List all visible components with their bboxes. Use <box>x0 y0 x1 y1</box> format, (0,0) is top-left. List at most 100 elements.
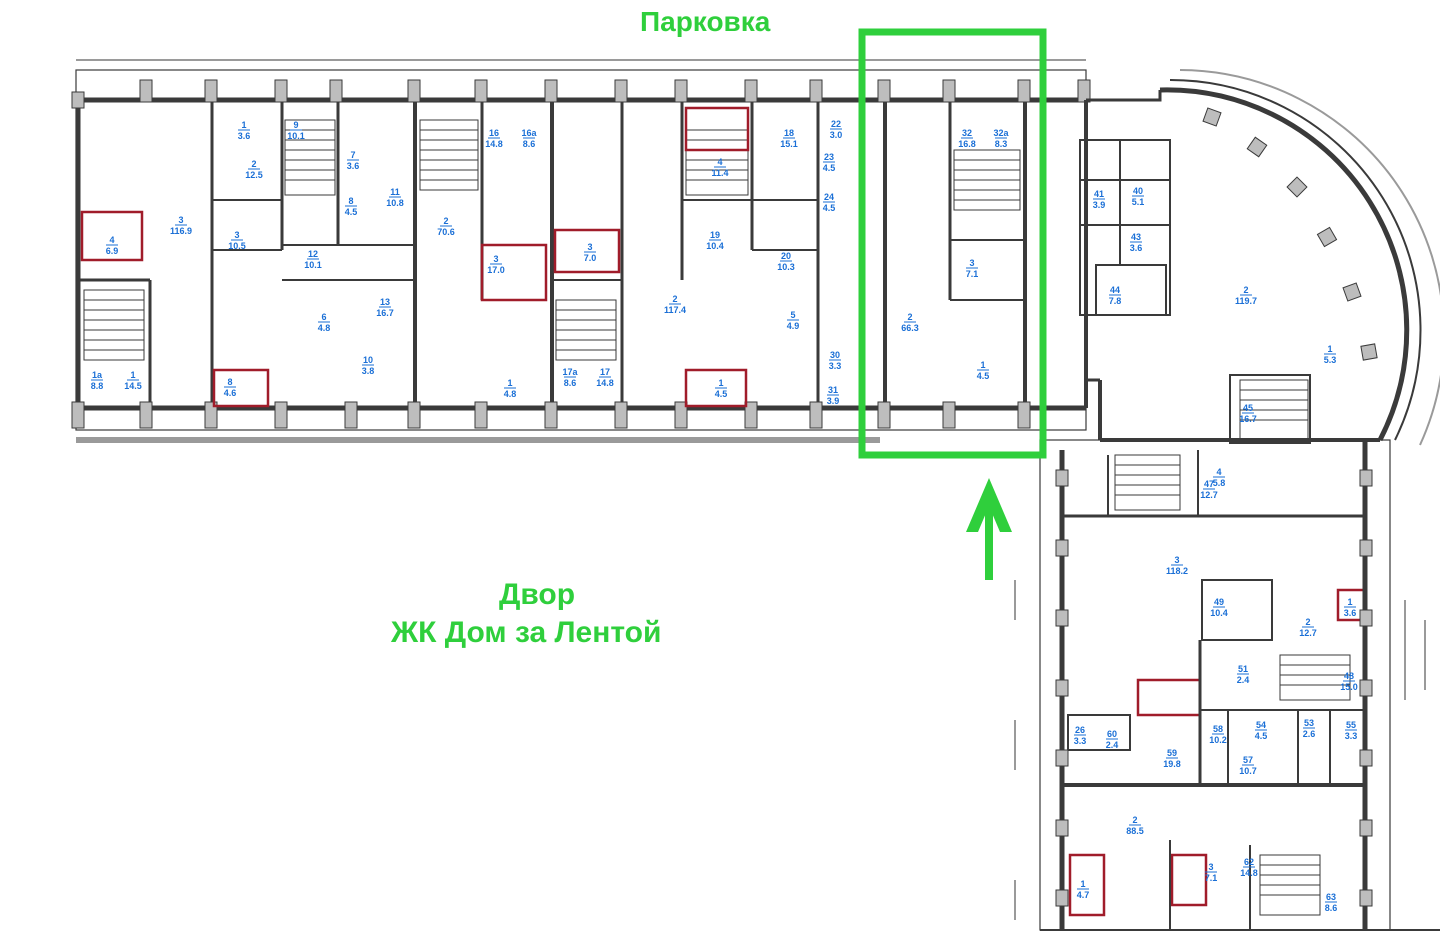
room-label: 54.9 <box>787 310 800 331</box>
room-label: 37.1 <box>966 258 979 279</box>
room-area: 8.6 <box>523 139 536 149</box>
room-number: 45 <box>1243 403 1253 413</box>
room-number: 3 <box>1174 555 1179 565</box>
room-area: 10.7 <box>1239 766 1257 776</box>
room-area: 3.0 <box>830 130 843 140</box>
room-label: 1а8.8 <box>91 370 104 391</box>
room-number: 63 <box>1326 892 1336 902</box>
room-area: 4.8 <box>504 389 517 399</box>
room-number: 1 <box>1080 879 1085 889</box>
room-number: 30 <box>830 350 840 360</box>
room-number: 1а <box>92 370 103 380</box>
room-number: 51 <box>1238 664 1248 674</box>
room-label: 14.5 <box>977 360 990 381</box>
parking-label: Парковка <box>640 6 771 37</box>
room-area: 19.8 <box>1163 759 1181 769</box>
room-number: 47 <box>1204 479 1214 489</box>
room-number: 3 <box>234 230 239 240</box>
room-label: 14.8 <box>504 378 517 399</box>
room-number: 2 <box>251 159 256 169</box>
room-area: 15.1 <box>780 139 798 149</box>
room-number: 1 <box>980 360 985 370</box>
room-number: 55 <box>1346 720 1356 730</box>
room-label: 532.6 <box>1303 718 1316 739</box>
room-number: 44 <box>1110 285 1120 295</box>
room-label: 266.3 <box>901 312 919 333</box>
room-number: 1 <box>507 378 512 388</box>
room-area: 5.8 <box>1213 478 1226 488</box>
room-number: 48 <box>1344 671 1354 681</box>
room-number: 13 <box>380 297 390 307</box>
room-area: 3.8 <box>362 366 375 376</box>
pillars <box>71 79 1091 429</box>
room-label: 263.3 <box>1074 725 1087 746</box>
room-number: 58 <box>1213 724 1223 734</box>
room-area: 4.5 <box>1255 731 1268 741</box>
room-label: 223.0 <box>830 119 843 140</box>
room-number: 16 <box>489 128 499 138</box>
room-area: 7.1 <box>1205 873 1218 883</box>
room-number: 4 <box>109 235 114 245</box>
room-number: 10 <box>363 355 373 365</box>
room-area: 10.5 <box>228 241 246 251</box>
room-number: 62 <box>1244 857 1254 867</box>
room-number: 54 <box>1256 720 1266 730</box>
room-number: 12 <box>308 249 318 259</box>
room-area: 118.2 <box>1166 566 1188 576</box>
room-label: 37.0 <box>584 242 597 263</box>
building-walls-left-wing <box>75 59 1087 443</box>
room-area: 14.8 <box>596 378 614 388</box>
room-number: 41 <box>1094 189 1104 199</box>
room-area: 116.9 <box>170 226 192 236</box>
room-number: 8 <box>227 377 232 387</box>
room-area: 10.1 <box>287 131 305 141</box>
room-area: 3.3 <box>1345 731 1358 741</box>
room-label: 910.1 <box>287 120 305 141</box>
room-area: 14.8 <box>485 139 503 149</box>
room-number: 23 <box>824 152 834 162</box>
room-number: 1 <box>241 120 246 130</box>
room-area: 8.6 <box>564 378 577 388</box>
room-number: 60 <box>1107 729 1117 739</box>
room-area: 4.5 <box>823 203 836 213</box>
room-area: 10.4 <box>706 241 724 251</box>
room-area: 17.0 <box>487 265 505 275</box>
room-label: 447.8 <box>1109 285 1122 306</box>
room-area: 12.7 <box>1299 628 1317 638</box>
room-number: 20 <box>781 251 791 261</box>
room-number: 26 <box>1075 725 1085 735</box>
room-label: 84.6 <box>224 377 237 398</box>
room-area: 8.8 <box>91 381 104 391</box>
room-area: 10.3 <box>777 262 795 272</box>
room-area: 3.3 <box>829 361 842 371</box>
room-area: 14.8 <box>1240 868 1258 878</box>
room-area: 7.8 <box>1109 296 1122 306</box>
room-number: 3 <box>1208 862 1213 872</box>
room-number: 59 <box>1167 748 1177 758</box>
highlighted-unit-frame <box>858 28 1047 459</box>
room-number: 24 <box>824 192 834 202</box>
yard-label: Двор <box>499 578 576 611</box>
room-number: 3 <box>587 242 592 252</box>
room-number: 2 <box>443 216 448 226</box>
room-label: 313.9 <box>827 385 840 406</box>
complex-name-label: ЖК Дом за Лентой <box>391 616 662 649</box>
